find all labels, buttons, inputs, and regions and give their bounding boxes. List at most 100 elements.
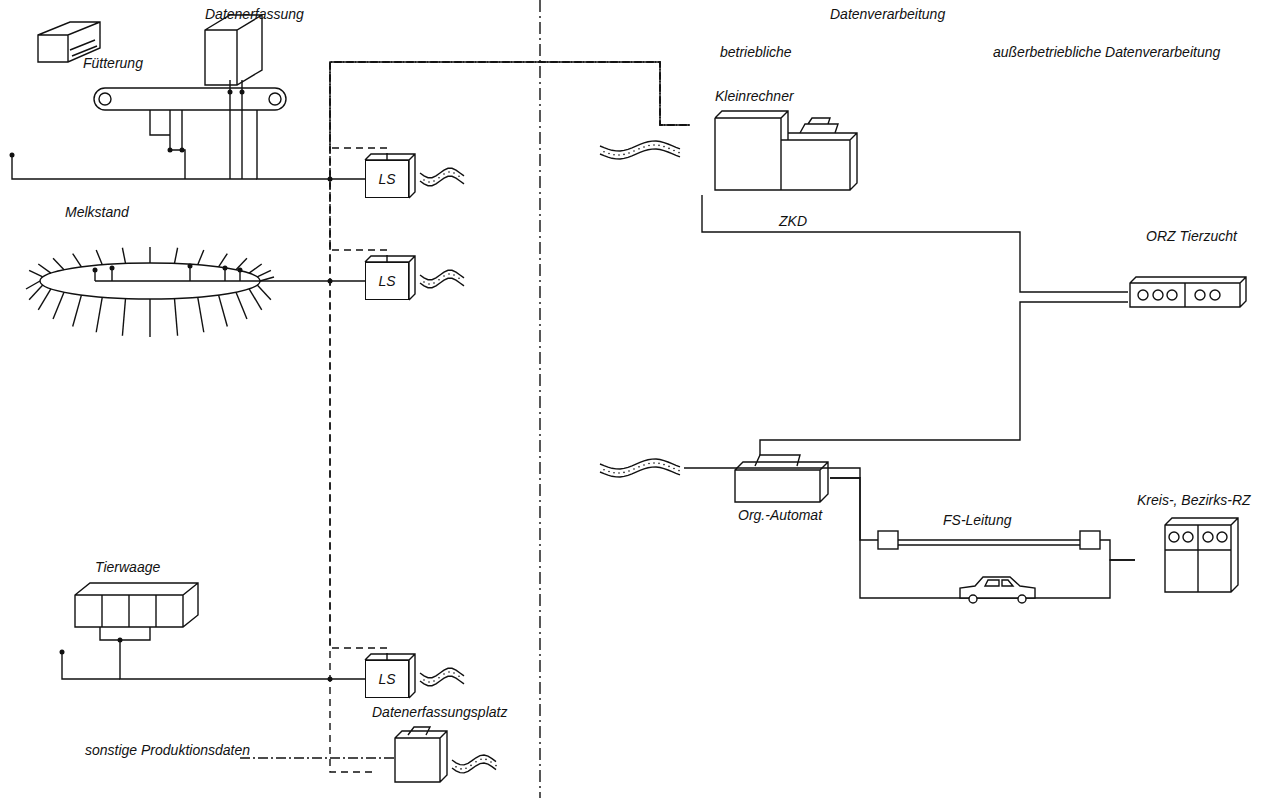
tape-hole xyxy=(433,680,435,682)
sensor-wires xyxy=(95,266,275,281)
tape-hole xyxy=(458,675,460,677)
connector xyxy=(830,478,1135,598)
tape-hole xyxy=(433,180,435,182)
tape-reel xyxy=(1183,532,1193,542)
stall-spoke xyxy=(198,297,204,332)
tape-hole xyxy=(438,279,440,281)
dot xyxy=(168,148,173,153)
dot xyxy=(240,90,245,95)
station-node: Tierwaage xyxy=(60,555,205,640)
tape-reel xyxy=(1138,290,1148,300)
connector xyxy=(120,640,365,679)
stall-spoke xyxy=(236,292,247,319)
tape-hole xyxy=(643,464,645,466)
punched-tape xyxy=(420,270,464,288)
tape-hole xyxy=(490,761,492,763)
stall-spoke xyxy=(73,295,82,326)
tape-punch-3d xyxy=(365,256,415,300)
node-label: Melkstand xyxy=(65,204,129,221)
node-label: ORZ Tierzucht xyxy=(1146,228,1237,245)
telex-terminal xyxy=(878,531,898,549)
tape-hole xyxy=(428,283,430,285)
telex-terminal xyxy=(1080,531,1100,549)
tape-hole xyxy=(608,153,610,155)
connector xyxy=(830,478,1135,560)
caption-label: Datenverarbeitung xyxy=(830,6,945,23)
tape-hole xyxy=(475,761,477,763)
dot xyxy=(238,268,243,273)
tape-hole xyxy=(465,768,467,770)
caption-label: Datenerfassung xyxy=(205,6,304,23)
stall-spoke xyxy=(249,289,262,310)
stall-spoke xyxy=(26,281,40,289)
stall-spoke xyxy=(29,270,43,277)
tape-hole xyxy=(448,671,450,673)
car-wheel xyxy=(1018,595,1026,603)
stall-spoke xyxy=(174,299,177,336)
node-label: Datenerfassungsplatz xyxy=(372,704,507,721)
tape-hole xyxy=(673,150,675,152)
tape-hole xyxy=(608,471,610,473)
conveyor-roller xyxy=(99,93,111,105)
tape-hole xyxy=(653,144,655,146)
conveyor-roller xyxy=(269,93,281,105)
stall-spoke xyxy=(219,295,228,326)
tape-hole xyxy=(658,145,660,147)
feed-silo xyxy=(205,15,262,85)
tape-hole xyxy=(458,277,460,279)
node-label: Org.-Automat xyxy=(738,507,822,524)
tape-reel xyxy=(1203,532,1213,542)
tape-hole xyxy=(618,472,620,474)
dot xyxy=(93,268,98,273)
tape-hole xyxy=(455,766,457,768)
stall-spoke xyxy=(53,292,64,319)
tape-hole xyxy=(470,765,472,767)
tape-hole xyxy=(613,472,615,474)
milking-stalls xyxy=(26,247,274,337)
tape-hole xyxy=(623,472,625,474)
node-label: Kreis-, Bezirks-RZ xyxy=(1137,492,1251,509)
station-node: Melkstand xyxy=(30,200,275,310)
caption-label: sonstige Produktionsdaten xyxy=(85,742,250,759)
tape-hole xyxy=(495,765,497,767)
stall-spoke xyxy=(96,250,102,265)
tape-reel xyxy=(1217,532,1227,542)
tape-reel xyxy=(1210,290,1220,300)
tape-hole xyxy=(628,152,630,154)
dot xyxy=(180,148,185,153)
punched-tape xyxy=(452,755,496,773)
caption-label: außerbetriebliche Datenverarbeitung xyxy=(993,44,1220,61)
tape-hole xyxy=(668,466,670,468)
tape-reel xyxy=(1153,290,1163,300)
stall-spoke xyxy=(122,299,125,336)
dot xyxy=(188,264,193,269)
tape-punch-3d xyxy=(365,154,415,198)
stall-spoke xyxy=(219,254,228,267)
station-node: ORZ Tierzucht xyxy=(1128,228,1248,310)
tape-hole xyxy=(460,768,462,770)
punched-tape xyxy=(600,459,680,477)
tape-hole xyxy=(663,146,665,148)
tape-hole xyxy=(438,177,440,179)
connector xyxy=(760,302,1128,455)
tape-hole xyxy=(453,172,455,174)
dashed-connector xyxy=(330,62,690,772)
tape-hole xyxy=(648,145,650,147)
tape-hole xyxy=(653,462,655,464)
accounting-machine xyxy=(735,455,828,502)
tape-hole xyxy=(678,470,680,472)
tape-hole xyxy=(423,281,425,283)
stall-spoke xyxy=(174,248,177,264)
punched-tape xyxy=(600,141,680,159)
transmission-symbols xyxy=(878,531,1100,603)
dashed-connector xyxy=(330,62,690,262)
dashed-connector xyxy=(330,62,690,160)
data-entry-terminal xyxy=(395,727,447,782)
tape-hole xyxy=(428,181,430,183)
dot xyxy=(10,153,15,158)
tape-hole xyxy=(658,463,660,465)
caption-label: betriebliche xyxy=(720,44,792,61)
tape-hole xyxy=(678,152,680,154)
tape-hole xyxy=(433,282,435,284)
